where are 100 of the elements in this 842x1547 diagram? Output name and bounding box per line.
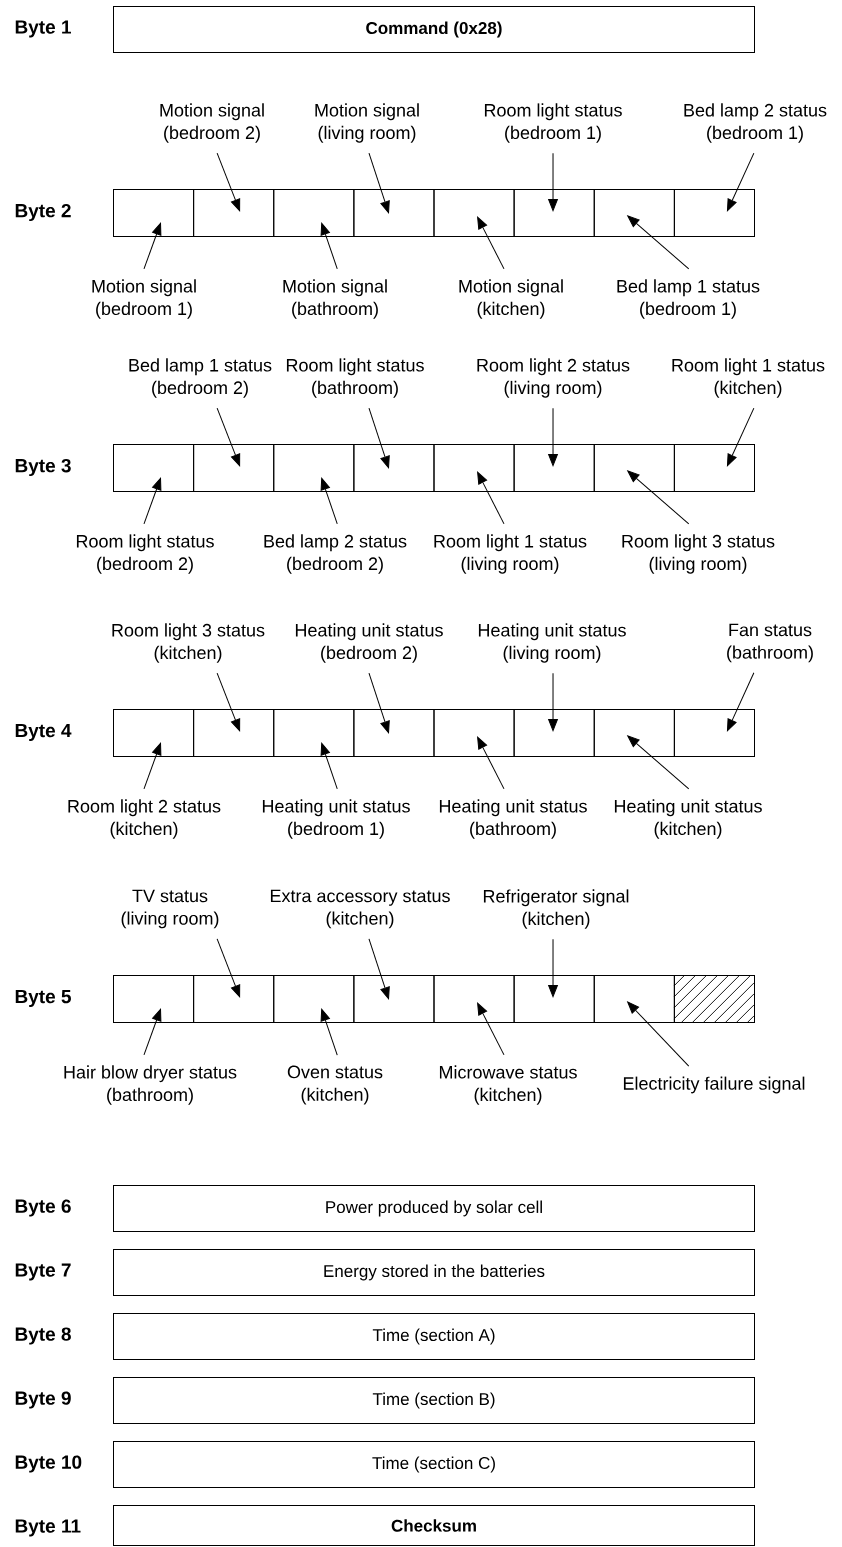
byte-label: Byte 1 (15, 20, 71, 38)
bit-cell (113, 975, 195, 1023)
arrow (320, 477, 338, 525)
arrow (726, 152, 755, 212)
field-box: Command (0x28) (113, 6, 755, 53)
callout-text: Bed lamp 2 status (bedroom 2) (264, 534, 407, 574)
arrow (143, 1008, 162, 1056)
field-box: Checksum (113, 1505, 755, 1546)
arrow (143, 222, 162, 270)
byte-label: Byte 4 (15, 724, 72, 741)
arrow (477, 736, 505, 790)
bit-cell (273, 189, 355, 237)
arrow (477, 216, 505, 270)
callout-text: Room light 1 status (kitchen) (672, 358, 825, 398)
arrow (143, 477, 162, 525)
arrow (548, 152, 558, 212)
bit-cell (273, 444, 355, 492)
byte-label: Byte 3 (15, 458, 71, 477)
arrow (548, 672, 558, 732)
arrow (627, 1001, 690, 1067)
bit-cell (433, 444, 515, 492)
bit-cell (353, 444, 435, 492)
callout-text: Motion signal (bathroom) (283, 279, 387, 319)
byte-label: Byte 8 (15, 1327, 71, 1345)
arrow (627, 215, 690, 270)
bit-cell (593, 709, 675, 757)
arrow (627, 470, 690, 525)
callout-text: Heating unit status (bedroom 2) (295, 623, 443, 663)
bit-cell (353, 189, 435, 237)
bit-cell (113, 189, 195, 237)
arrow (368, 407, 390, 469)
byte-label: Byte 9 (15, 1391, 71, 1409)
byte-label: Byte 10 (15, 1455, 82, 1473)
field-box: Power produced by solar cell (113, 1185, 755, 1232)
callout-text: Room light status (bedroom 2) (76, 534, 214, 574)
bit-cell (193, 444, 275, 492)
bit-cell (433, 709, 515, 757)
arrow (216, 672, 241, 732)
callout-text: Extra accessory status (kitchen) (270, 889, 450, 929)
arrow (320, 222, 338, 270)
callout-text: Electricity failure signal (623, 1076, 805, 1094)
callout-text: Room light 2 status (kitchen) (68, 799, 221, 839)
callout-text: Heating unit status (kitchen) (614, 799, 762, 839)
arrow (320, 742, 338, 790)
bit-cell (513, 189, 595, 237)
callout-text: Microwave status (kitchen) (439, 1065, 577, 1105)
callout-text: Room light status (bathroom) (286, 358, 424, 398)
callout-text: Bed lamp 1 status (bedroom 1) (617, 279, 760, 319)
bit-cell (673, 189, 755, 237)
callout-text: Oven status (kitchen) (287, 1065, 383, 1105)
bit-cell (673, 709, 755, 757)
bit-cell (113, 709, 195, 757)
field-box: Energy stored in the batteries (113, 1249, 755, 1296)
bit-cell (433, 189, 515, 237)
bit-cell (273, 709, 355, 757)
callout-text: Room light 3 status (living room) (622, 534, 775, 574)
arrow (627, 735, 690, 790)
arrow (368, 938, 390, 1000)
bit-cell (513, 975, 595, 1023)
callout-text: Motion signal (bedroom 1) (92, 279, 196, 319)
arrow (548, 407, 558, 467)
arrow (726, 407, 755, 467)
callout-text: Room light 1 status (living room) (434, 534, 587, 574)
bit-cell (513, 444, 595, 492)
bit-cell (513, 709, 595, 757)
field-box: Time (section C) (113, 1441, 755, 1488)
byte-label: Byte 7 (15, 1263, 71, 1281)
callout-text: Room light status (bedroom 1) (484, 103, 622, 143)
callout-text: Motion signal (bedroom 2) (160, 103, 264, 143)
callout-text: Motion signal (living room) (315, 103, 419, 143)
callout-text: Room light 3 status (kitchen) (112, 623, 265, 663)
bit-cell (193, 975, 275, 1023)
callout-text: Heating unit status (bathroom) (439, 799, 587, 839)
bit-cell (673, 444, 755, 492)
callout-text: Heating unit status (living room) (478, 623, 626, 663)
byte-label: Byte 2 (15, 203, 71, 222)
arrow (143, 742, 162, 790)
hatched-cell (673, 974, 755, 1023)
bit-cell (593, 189, 675, 237)
arrow (216, 152, 241, 212)
arrow (216, 407, 241, 467)
byte-label: Byte 11 (15, 1519, 81, 1537)
arrow (368, 152, 390, 214)
field-box: Time (section B) (113, 1377, 755, 1424)
bit-cell (193, 709, 275, 757)
arrow (368, 672, 390, 734)
bit-cell (593, 975, 675, 1023)
callout-text: TV status (living room) (121, 889, 219, 929)
callout-text: Heating unit status (bedroom 1) (262, 799, 410, 839)
arrow (216, 938, 241, 998)
callout-text: Room light 2 status (living room) (477, 358, 630, 398)
field-box: Time (section A) (113, 1313, 755, 1360)
arrow (320, 1008, 338, 1056)
arrow (548, 938, 558, 998)
callout-text: Motion signal (kitchen) (459, 279, 563, 319)
bit-cell (193, 189, 275, 237)
callout-text: Refrigerator signal (kitchen) (483, 889, 629, 929)
bit-cell (353, 709, 435, 757)
arrow (477, 1002, 505, 1056)
callout-text: Hair blow dryer status (bathroom) (64, 1065, 237, 1105)
